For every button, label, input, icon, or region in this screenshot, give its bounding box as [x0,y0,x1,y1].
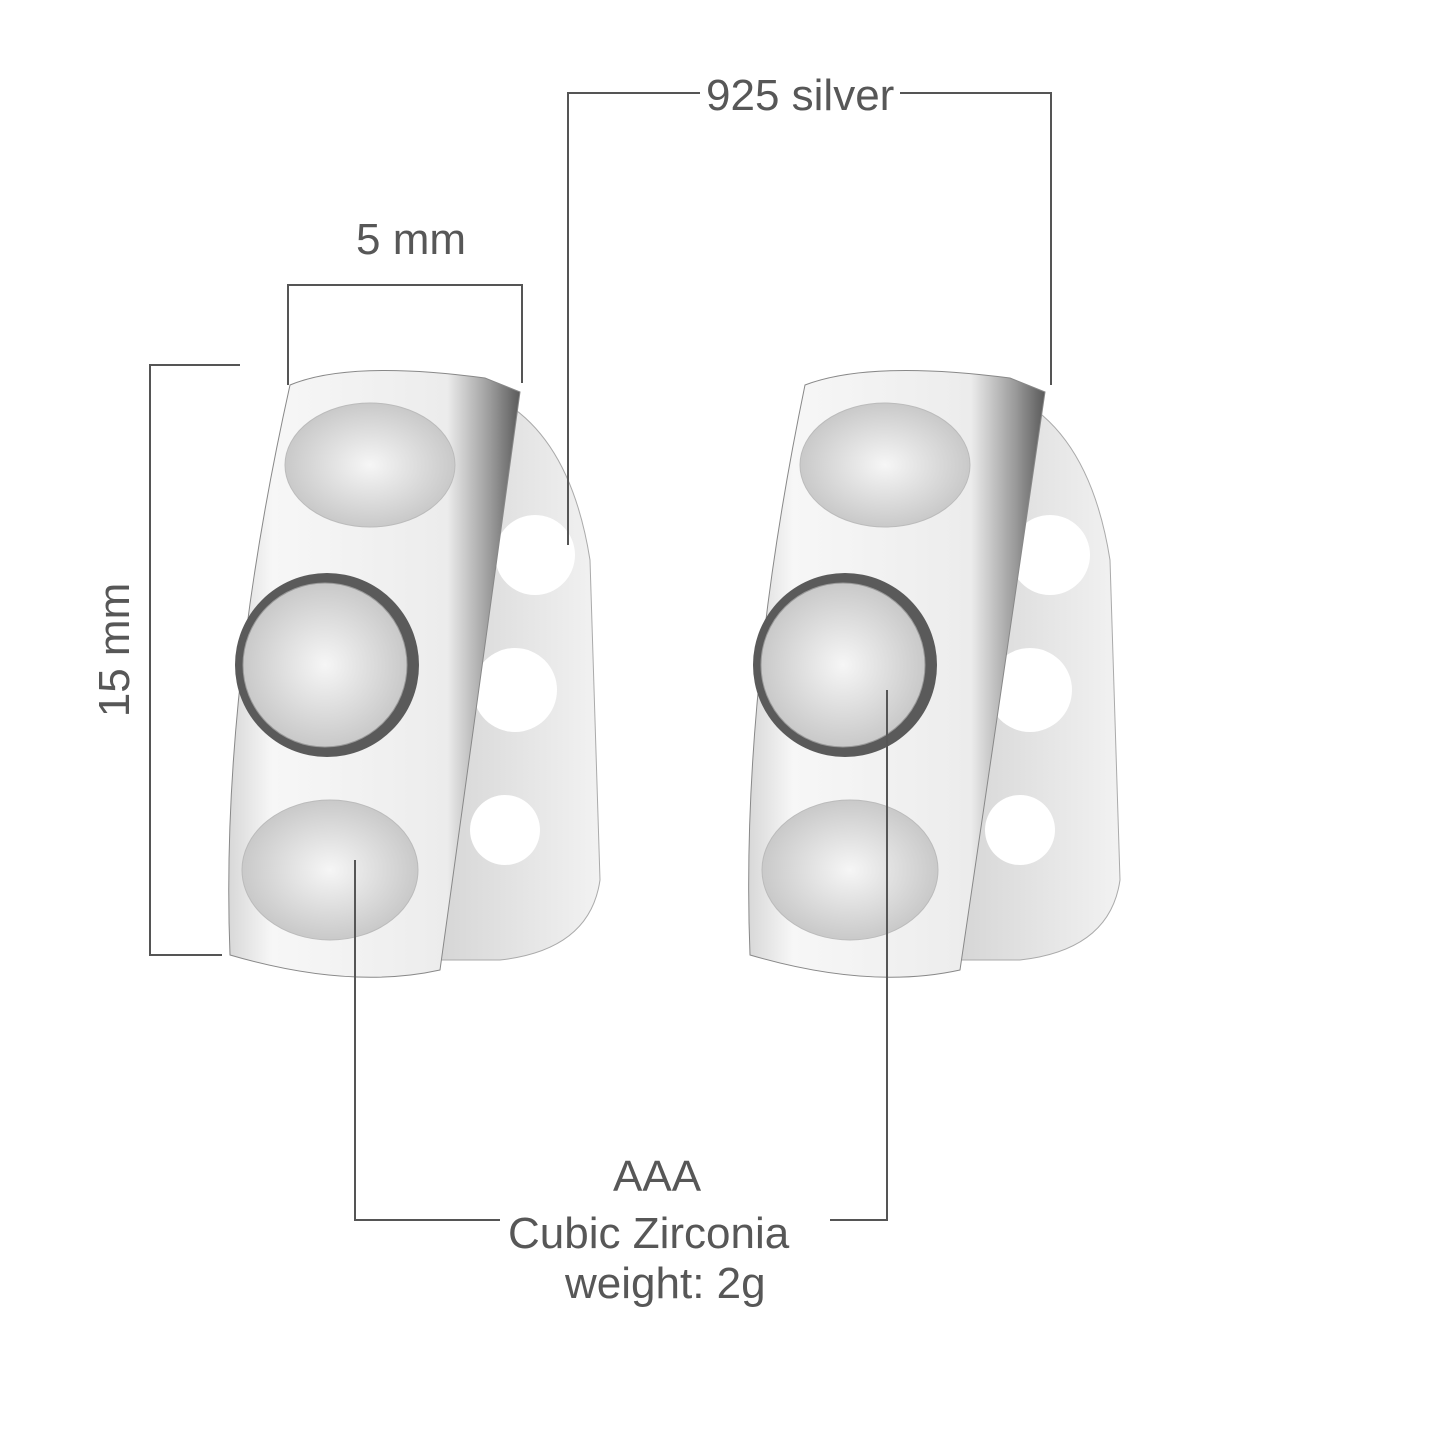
height-label: 15 mm [90,582,140,718]
width-label: 5 mm [356,215,466,264]
earring-right [748,369,1121,978]
width-bracket [287,284,523,385]
material-label: 925 silver [700,74,901,118]
stone-leader-left [354,860,500,1221]
stone-type-label: Cubic Zirconia [504,1212,794,1256]
dimension-lines [149,92,1052,1221]
earring-left [228,369,601,978]
stone-grade-label: AAA [613,1152,702,1201]
stone-leader-right [830,690,888,1221]
weight-label: weight: 2g [565,1259,766,1308]
height-bracket [149,364,240,956]
